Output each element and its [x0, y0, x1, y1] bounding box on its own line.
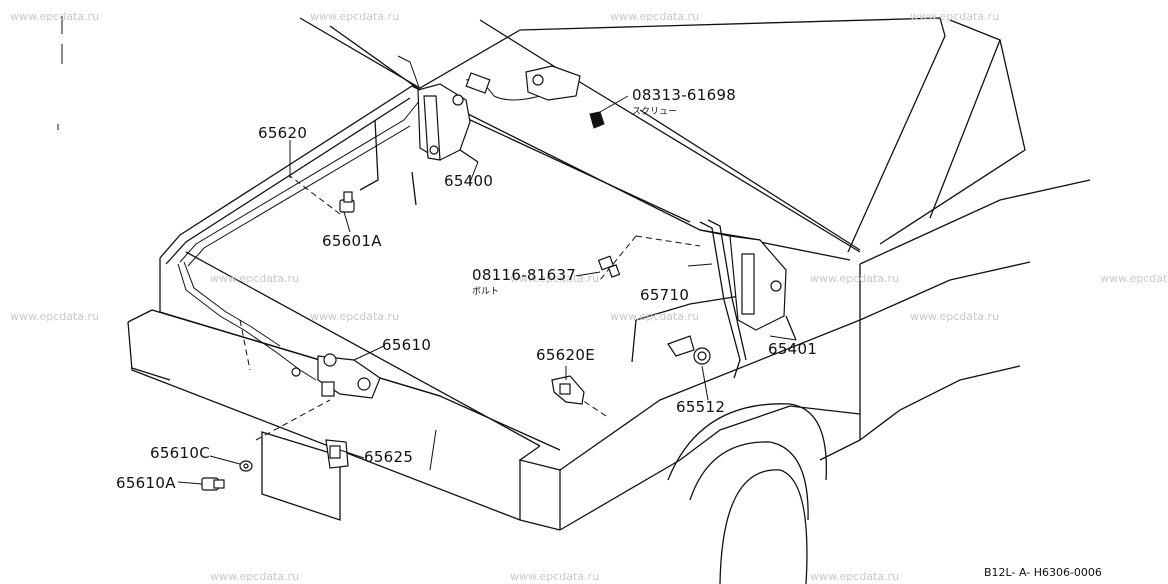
cable-clip: [551, 375, 585, 405]
part-sublabel-bolt: ボルト: [472, 287, 500, 297]
watermark: www.epcdata.ru: [910, 310, 1000, 323]
watermark: www.epcdata.ru: [810, 272, 900, 285]
part-label-65601a: 65601A: [322, 232, 382, 250]
hinge-right: [699, 219, 797, 379]
watermark: www.epcdata.ru: [510, 570, 600, 583]
rear-bumper: [127, 179, 1091, 531]
lid-bumper: [667, 335, 711, 365]
watermark: www.epcdata.ru: [210, 272, 300, 285]
part-label-65401: 65401: [768, 340, 818, 358]
part-label-65610: 65610: [382, 336, 432, 354]
part-label-65620e: 65620E: [536, 346, 595, 364]
license-plate: [261, 429, 437, 521]
watermark: www.epcdata.ru: [210, 570, 300, 583]
hinge-left: [397, 55, 479, 163]
part-label-08313-61698: 08313-61698: [632, 86, 737, 104]
part-label-08116-81637: 08116-81637: [472, 266, 577, 284]
part-label-65400: 65400: [444, 172, 494, 190]
part-label-65620: 65620: [258, 124, 308, 142]
watermark: www.epcdata.ru: [10, 10, 100, 23]
washer-and-bolt: [201, 460, 253, 491]
watermark: www.epcdata.ru: [1100, 272, 1168, 285]
striker: [325, 439, 349, 469]
watermark: www.epcdata.ru: [610, 10, 700, 23]
watermark: www.epcdata.ru: [810, 570, 900, 583]
part-label-65625: 65625: [364, 448, 414, 466]
trunk-lock: [291, 353, 381, 399]
watermark: www.epcdata.ru: [310, 310, 400, 323]
watermark: www.epcdata.ru: [910, 10, 1000, 23]
part-label-65710: 65710: [640, 286, 690, 304]
part-label-65610a: 65610A: [116, 474, 176, 492]
part-sublabel-screw: スクリュー: [632, 107, 678, 117]
watermark: www.epcdata.ru: [310, 10, 400, 23]
part-label-65610c: 65610C: [150, 444, 210, 462]
bolt-08116: [597, 255, 621, 278]
watermark: www.epcdata.ru: [10, 310, 100, 323]
watermark: www.epcdata.ru: [610, 310, 700, 323]
left-edge-marks: [57, 16, 63, 130]
leader-lines: [177, 95, 797, 485]
lid-opener-unit: [465, 65, 605, 129]
bolt-65601a: [339, 191, 355, 213]
watermark: www.epcdata.ru: [510, 272, 600, 285]
part-label-65512: 65512: [676, 398, 726, 416]
diagram-code: B12L- A- H6306-0006: [984, 566, 1102, 579]
rear-wheel: [667, 403, 828, 584]
trunk-lid-outline: [299, 17, 1026, 253]
